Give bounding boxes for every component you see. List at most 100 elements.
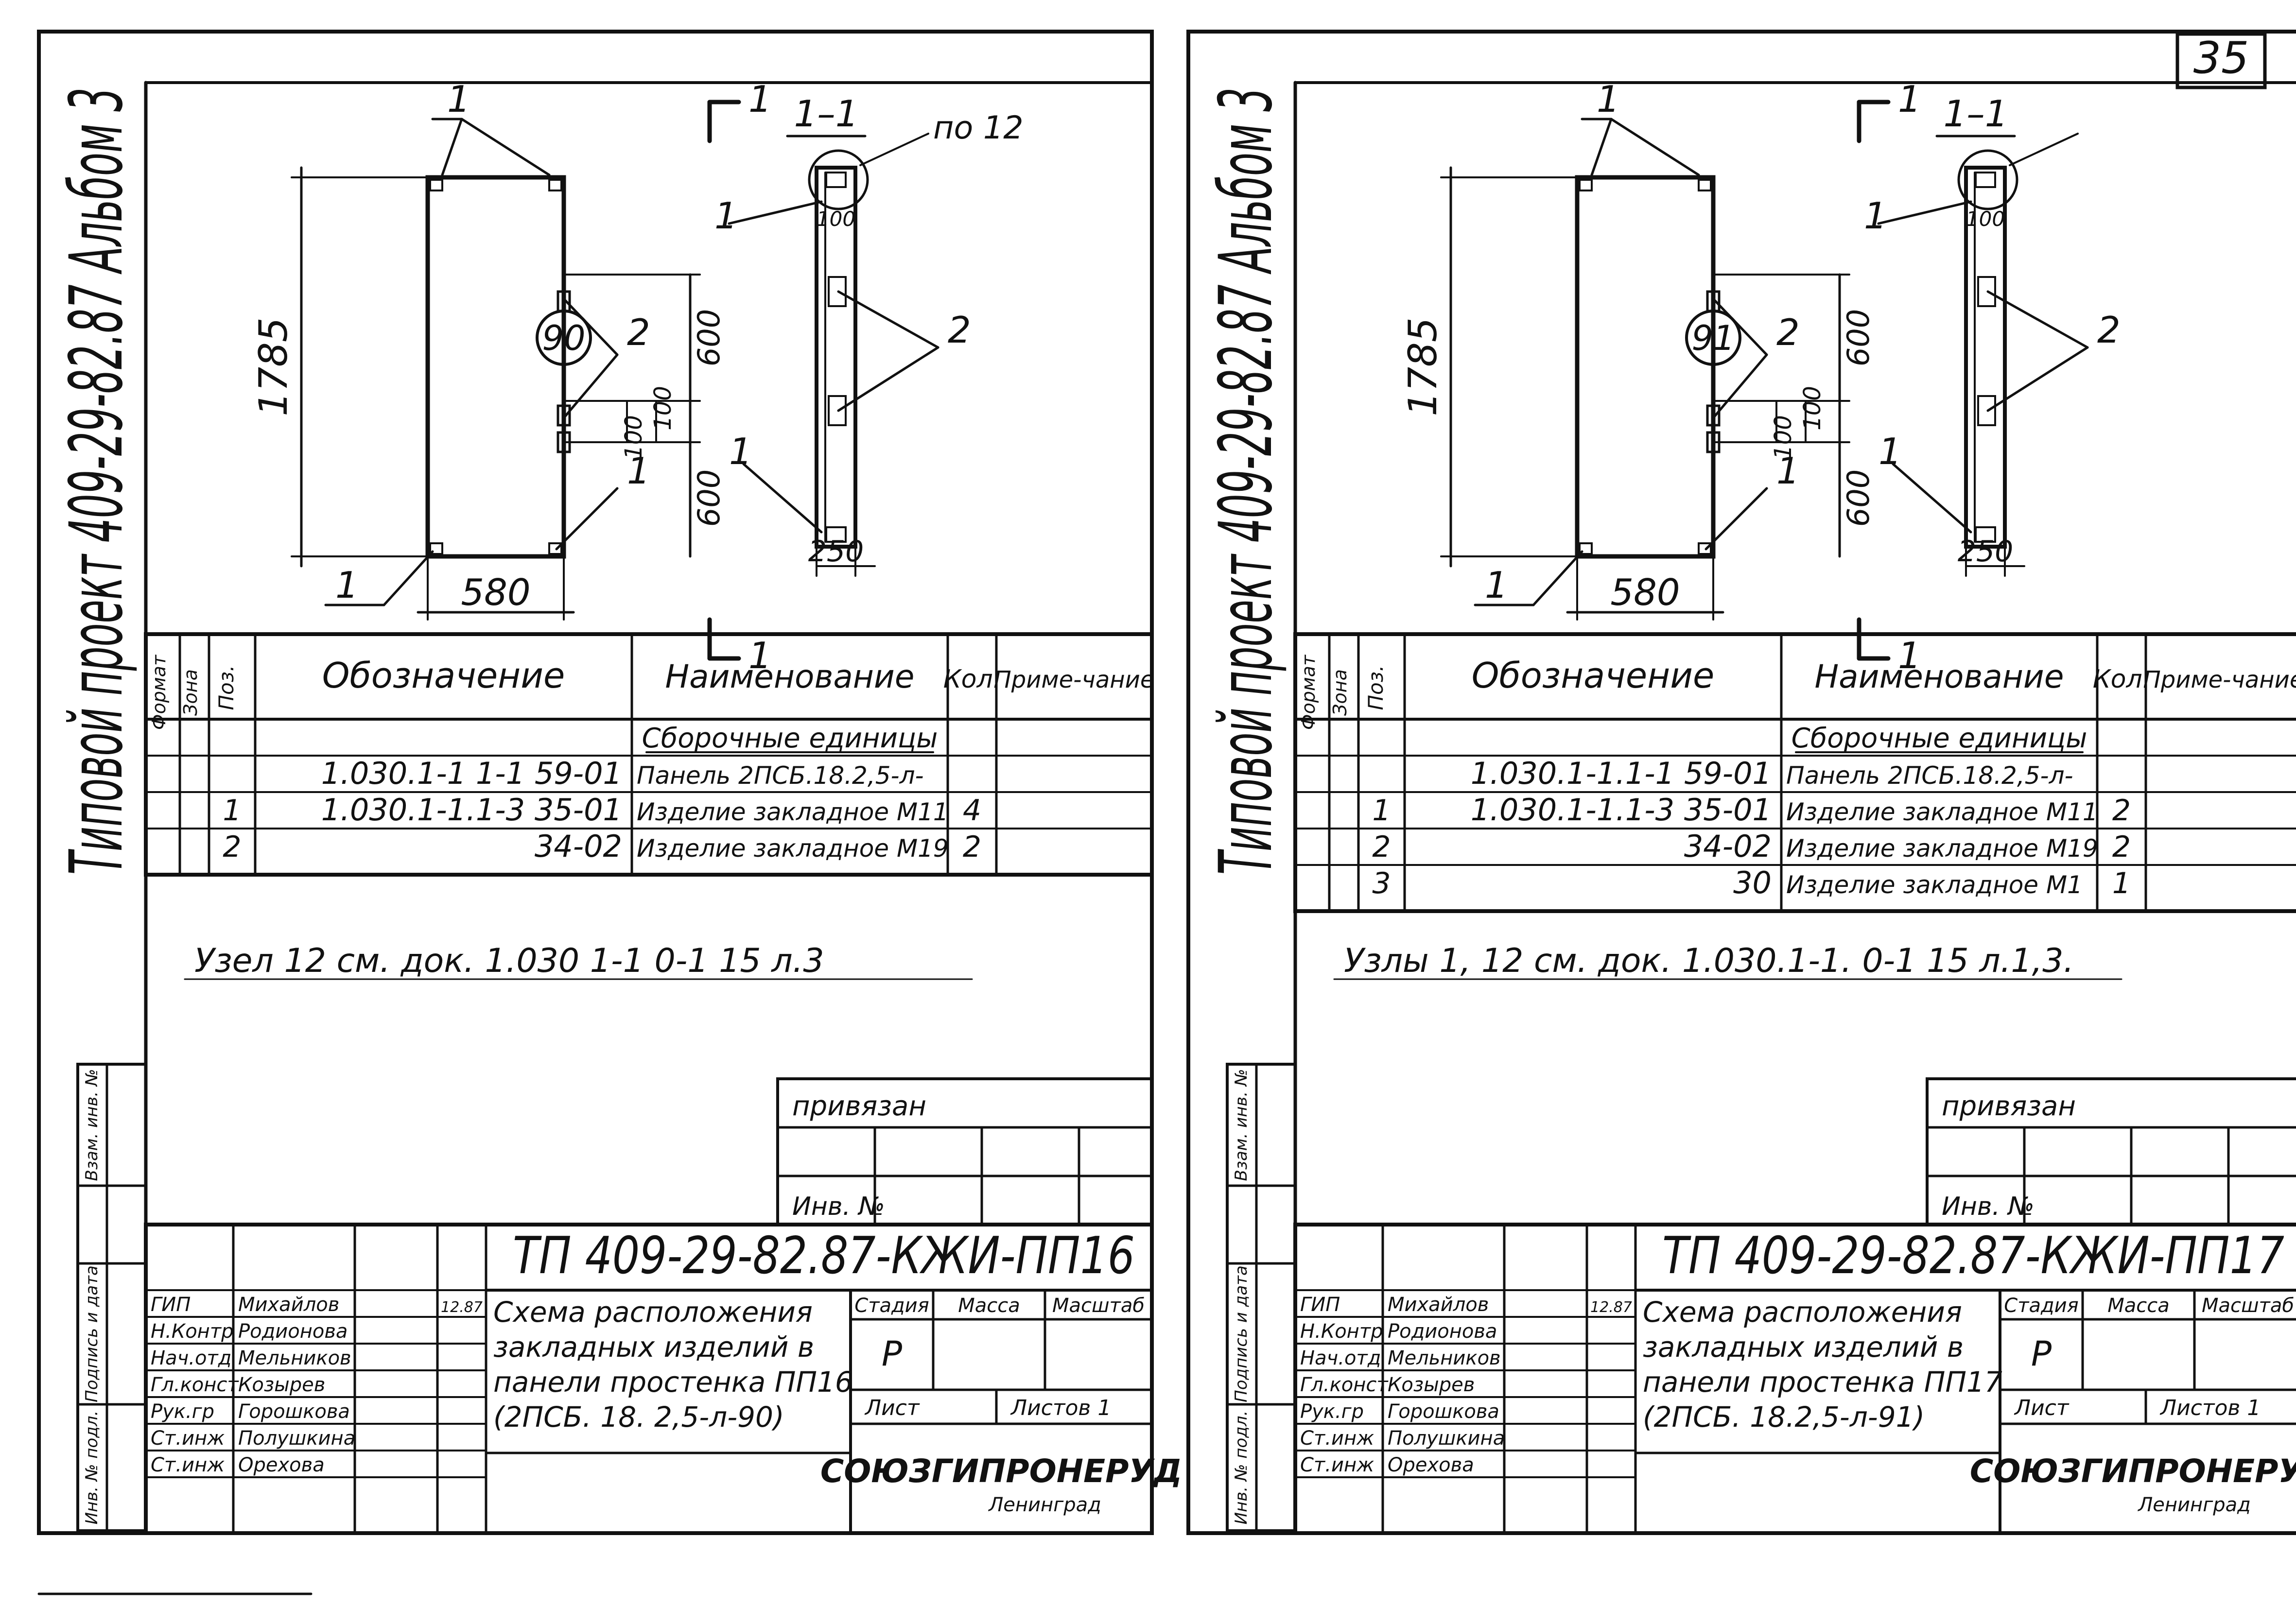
dim-gap-b-label: 100: [620, 415, 647, 460]
spec-row-name: Изделие закладное М19: [637, 834, 949, 863]
dim-lower-label: 600: [1841, 469, 1876, 527]
stage-value: Р: [882, 1334, 903, 1374]
embedded-item: [429, 179, 443, 191]
node-circle: [1957, 149, 2018, 210]
page-number: 35: [2193, 33, 2249, 84]
spec-row-designation: 30: [1733, 865, 1772, 900]
dim-gap-b-label: 100: [1770, 415, 1797, 460]
spec-header-designation: Обозначение: [322, 655, 565, 696]
embedded-item: [1975, 526, 1996, 543]
staff-role: ГИП: [151, 1294, 191, 1316]
title-date: 12.87: [441, 1299, 483, 1316]
staff-role: Ст.инж: [151, 1454, 225, 1476]
staff-role: Рук.гр: [151, 1400, 214, 1423]
section-pos-1-bottom: 1: [1879, 430, 1902, 473]
staff-name: Родионова: [1388, 1320, 1497, 1343]
spec-row-designation: 1.030.1-1 1-1 59-01: [321, 756, 622, 791]
embedded-item: [1977, 395, 1996, 426]
spec-header-name: Наименование: [1815, 658, 2064, 695]
embedded-item: [825, 172, 847, 188]
dim-gap-a-label: 100: [649, 386, 677, 431]
spec-header-designation: Обозначение: [1472, 655, 1715, 696]
spec-row-qty: 4: [963, 794, 981, 828]
dim-depth-label: 250: [808, 535, 864, 569]
spec-row-designation: 1.030.1-1.1-3 35-01: [321, 792, 622, 828]
privyazan-label: привязан: [1942, 1090, 2076, 1122]
embedded-item: [548, 179, 562, 191]
panel-number: 91: [1691, 318, 1735, 358]
spec-row-designation: 34-02: [535, 829, 622, 864]
spec-header-qty: Кол.: [943, 665, 1001, 694]
organization: СОЮЗГИПРОНЕРУД: [1970, 1452, 2296, 1490]
stage-label: Стадия: [854, 1295, 929, 1317]
panel-outline: [1575, 175, 1716, 559]
staff-name: Орехова: [1388, 1454, 1474, 1476]
leader-line: [1590, 118, 1613, 176]
panel-number-circle: [1685, 310, 1741, 366]
dim-gap-a-label: 100: [1799, 386, 1826, 431]
cut-mark-label-bottom: 1: [748, 634, 772, 677]
staff-role: Н.Контр: [151, 1320, 234, 1343]
spec-table: [1293, 632, 2296, 913]
staff-name: Полушкина: [238, 1427, 355, 1450]
dim-lower-label: 600: [691, 469, 727, 527]
staff-role: Н.Контр: [1300, 1320, 1383, 1343]
leader-line: [555, 487, 619, 551]
staff-name: Горошкова: [238, 1400, 350, 1423]
spec-row-name: Изделие закладное М19: [1786, 834, 2098, 863]
leader-line: [837, 346, 939, 412]
pos-1-label-top: 1: [1597, 78, 1620, 121]
leader-line: [1986, 346, 2089, 412]
embedded-item: [1698, 542, 1712, 555]
spec-row-name: Панель 2ПСБ.18.2,5-л-: [637, 761, 924, 790]
section-outline: [1964, 166, 2007, 549]
staff-name: Мельников: [1388, 1347, 1501, 1369]
side-title: Типовой проект 409-29-82.87 Альбом 3: [1204, 87, 1288, 875]
staff-name: Полушкина: [1388, 1427, 1505, 1450]
leader-line: [1986, 290, 2089, 349]
spec-row-pos: 2: [1372, 830, 1391, 864]
leader-line: [1532, 550, 1583, 606]
cut-mark-label-bottom: 1: [1898, 634, 1921, 677]
sheets-label: Листов 1: [2159, 1396, 2261, 1420]
pos-1-label-top: 1: [447, 78, 470, 121]
leader-line: [728, 200, 823, 225]
spec-header-note: Приме-чание: [994, 666, 1155, 693]
stage-value: Р: [2031, 1334, 2052, 1374]
staff-role: Нач.отд: [151, 1347, 231, 1369]
staff-name: Михайлов: [238, 1294, 339, 1316]
staff-role: Рук.гр: [1300, 1400, 1364, 1423]
leader-line: [562, 297, 619, 356]
spec-row-name: Изделие закладное М11: [1786, 798, 2098, 826]
embedded-item: [1579, 179, 1593, 191]
pos-1-label-bottom: 1: [1485, 564, 1508, 606]
drawing-code: ТП 409-29-82.87-КЖИ-ПП17: [1662, 1226, 2284, 1285]
leader-line: [2009, 133, 2079, 166]
inv-no-label: Инв. №: [1942, 1192, 2035, 1221]
organization: СОЮЗГИПРОНЕРУД: [820, 1452, 1182, 1490]
cut-mark-label-top: 1: [1898, 78, 1921, 121]
staff-name: Михайлов: [1388, 1294, 1489, 1316]
staff-name: Горошкова: [1388, 1400, 1499, 1423]
stage-label: Стадия: [2004, 1295, 2078, 1317]
section-pos-2: 2: [2097, 309, 2121, 351]
embedded-item: [825, 526, 847, 543]
inv-no-label: Инв. №: [792, 1192, 885, 1221]
sheet-label: Лист: [2014, 1396, 2070, 1420]
privyazan-label: привязан: [792, 1090, 926, 1122]
spec-row-pos: 1: [223, 794, 241, 828]
spec-row-qty: 1: [2112, 866, 2131, 900]
scale-label: Масштаб: [2202, 1295, 2294, 1317]
drawing-code: ТП 409-29-82.87-КЖИ-ПП16: [513, 1226, 1135, 1285]
side-title: Типовой проект 409-29-82.87 Альбом 3: [54, 87, 139, 875]
section-dim-label: 100: [1966, 207, 2005, 231]
section-1-1-label: 1–1: [794, 92, 859, 135]
cut-mark-label-top: 1: [748, 78, 772, 121]
section-pos-1-top: 1: [714, 194, 738, 237]
node-ref-label: по 12: [933, 110, 1024, 146]
leader-line: [1705, 487, 1768, 551]
side-stamp-label: Инв. № подл.: [82, 1411, 102, 1525]
pos-1-label-right: 1: [1776, 449, 1800, 492]
